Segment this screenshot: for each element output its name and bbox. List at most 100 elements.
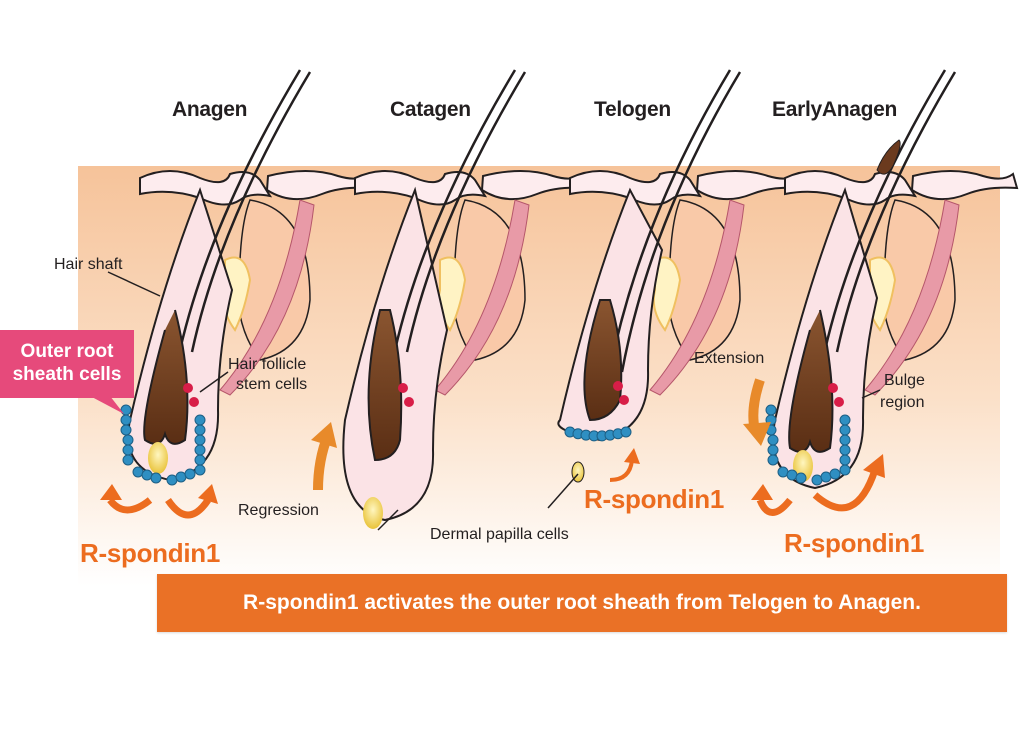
outer-root-sheath-cell	[150, 472, 162, 484]
stem-cell	[834, 397, 844, 407]
hair-shaft-inner	[190, 71, 312, 353]
stem-cell	[828, 383, 838, 393]
hair-shaft-leader	[107, 271, 161, 297]
stem-cells-leader	[199, 371, 229, 393]
regression-label: Regression	[238, 502, 319, 519]
outer-root-sheath-cell	[122, 454, 134, 466]
rspondin-arrow	[107, 497, 153, 514]
hair-shaft-inner	[620, 71, 742, 373]
dermal-papilla-label: Dermal papilla cells	[430, 526, 569, 543]
outer-root-sheath-label-line1: Outer root	[20, 341, 114, 362]
follicle-early-anagen	[743, 69, 1019, 516]
outer-root-sheath-cell	[839, 434, 851, 446]
outer-root-sheath-cell	[166, 474, 178, 486]
outer-root-sheath-cell	[194, 454, 206, 466]
outer-root-sheath-cell	[795, 472, 807, 484]
rspondin-arrowhead	[624, 448, 640, 464]
dermal-papilla	[148, 442, 168, 474]
hair-club	[367, 309, 403, 462]
summary-banner: R-spondin1 activates the outer root shea…	[157, 574, 1007, 632]
stem-cell	[183, 383, 193, 393]
outer-root-sheath-cell	[767, 444, 779, 456]
hair-shaft-inner	[835, 71, 957, 353]
hair-shaft	[178, 69, 302, 351]
callout-pointer	[90, 396, 124, 414]
outer-root-sheath-cell	[194, 424, 206, 436]
hair-shaft	[393, 69, 517, 351]
outer-root-sheath-cell	[839, 454, 851, 466]
bulge-region-label-line2: region	[880, 394, 925, 411]
follicle-anagen	[100, 69, 374, 519]
stem-cell	[404, 397, 414, 407]
rspondin-arrowhead	[863, 454, 885, 478]
rspondin-arrowhead	[100, 484, 122, 500]
outer-root-sheath-cell	[777, 466, 789, 478]
epidermis-right	[910, 170, 1019, 201]
outer-root-sheath-cell	[839, 464, 851, 476]
regression-arrowhead	[311, 422, 337, 448]
extension-label: Extension	[694, 350, 765, 367]
follicle-telogen	[557, 69, 804, 483]
outer-root-sheath-cell	[620, 426, 632, 438]
gland-core	[652, 256, 682, 332]
rspondin-arrowhead	[198, 484, 218, 504]
outer-root-sheath-cell	[141, 469, 153, 481]
rspondin-label-anagen: R-spondin1	[80, 538, 220, 568]
dermal-papilla	[363, 497, 383, 529]
stem-cells-label-line2: stem cells	[236, 376, 308, 393]
outer-root-sheath-cell	[767, 454, 779, 466]
dermal-papilla-leader-telogen	[547, 473, 579, 509]
outer-root-sheath-label-line2: sheath cells	[12, 364, 122, 385]
outer-root-sheath-cell	[194, 464, 206, 476]
shed-hair	[876, 139, 901, 175]
outer-root-sheath-cell	[122, 434, 134, 446]
rspondin-arrow	[756, 497, 793, 516]
arrector-pili-muscle	[649, 199, 745, 396]
hair-shaft	[608, 69, 732, 371]
bulge-region-leader	[861, 389, 881, 399]
outer-root-sheath-cell	[120, 404, 132, 416]
rspondin-arrow	[609, 459, 634, 482]
outer-root-sheath-cell	[786, 469, 798, 481]
stage-title-early-anagen: EarlyAnagen	[772, 98, 898, 121]
rspondin-label-telogen: R-spondin1	[584, 484, 724, 514]
outer-root-sheath-cell	[120, 414, 132, 426]
outer-root-sheath-cell	[122, 444, 134, 456]
arrector-pili-muscle	[864, 199, 960, 396]
dermal-papilla-leader-catagen	[377, 509, 399, 531]
arrector-pili-muscle	[434, 199, 530, 396]
arrector-pili-muscle	[219, 199, 315, 396]
outer-root-sheath-cell	[194, 434, 206, 446]
summary-banner-text: R-spondin1 activates the outer root shea…	[243, 591, 921, 614]
outer-root-sheath-cell	[811, 474, 823, 486]
follicle-catagen	[311, 69, 589, 529]
stem-cell	[613, 381, 623, 391]
outer-root-sheath-cell	[839, 444, 851, 456]
stage-title-anagen: Anagen	[172, 98, 248, 121]
stage-title-catagen: Catagen	[390, 98, 471, 121]
outer-root-sheath-cell	[184, 468, 196, 480]
hair-shaft-inner	[405, 71, 527, 353]
rspondin-arrow	[165, 497, 211, 519]
outer-root-sheath-cell	[765, 404, 777, 416]
hair-shaft-label: Hair shaft	[54, 256, 123, 273]
outer-root-sheath-cell	[839, 424, 851, 436]
extension-arrowhead	[743, 422, 771, 446]
outer-root-sheath-cell	[132, 466, 144, 478]
outer-root-sheath-cell	[194, 414, 206, 426]
stem-cell	[619, 395, 629, 405]
stem-cell	[189, 397, 199, 407]
stage-title-telogen: Telogen	[594, 98, 671, 121]
hair-club	[583, 299, 623, 422]
bulge-region-label-line1: Bulge	[884, 372, 925, 389]
outer-root-sheath-cell	[839, 414, 851, 426]
hair-shaft	[823, 69, 947, 351]
outer-root-sheath-cell	[175, 471, 187, 483]
stem-cell	[398, 383, 408, 393]
rspondin-arrowhead	[751, 484, 773, 500]
rspondin-label-early-anagen: R-spondin1	[784, 528, 924, 558]
hair-bulb	[788, 309, 834, 453]
outer-root-sheath-cell	[829, 468, 841, 480]
outer-root-sheath-cell	[194, 444, 206, 456]
